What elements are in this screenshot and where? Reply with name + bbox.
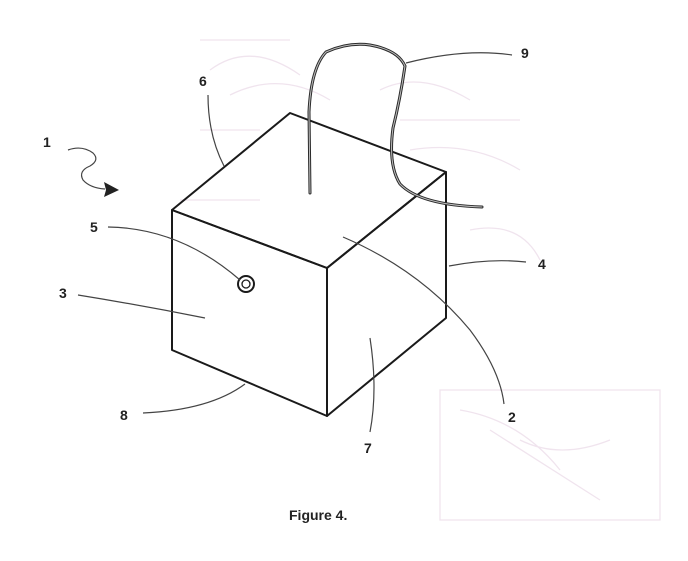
leader-5 xyxy=(108,227,240,280)
leader-7 xyxy=(370,338,374,432)
label-8: 8 xyxy=(120,407,128,423)
leader-4 xyxy=(449,261,526,266)
cube-right-face xyxy=(327,172,446,416)
label-1: 1 xyxy=(43,134,51,150)
figure-caption: Figure 4. xyxy=(289,507,347,523)
label-4: 4 xyxy=(538,256,546,272)
wire xyxy=(309,44,482,207)
label-2: 2 xyxy=(508,409,516,425)
leader-1 xyxy=(68,148,105,189)
wire-highlight xyxy=(309,44,482,207)
label-7: 7 xyxy=(364,440,372,456)
cube-front-face xyxy=(172,210,327,416)
label-5: 5 xyxy=(90,219,98,235)
leader-1-arrowhead xyxy=(104,182,119,197)
leader-lines xyxy=(68,53,526,432)
leader-8 xyxy=(143,384,245,413)
leader-3 xyxy=(78,295,205,318)
label-3: 3 xyxy=(59,285,67,301)
label-6: 6 xyxy=(199,73,207,89)
label-9: 9 xyxy=(521,45,529,61)
fitting-5 xyxy=(238,276,254,292)
reference-labels: 1 2 3 4 5 6 7 8 9 xyxy=(43,45,546,456)
leader-9 xyxy=(406,53,512,63)
